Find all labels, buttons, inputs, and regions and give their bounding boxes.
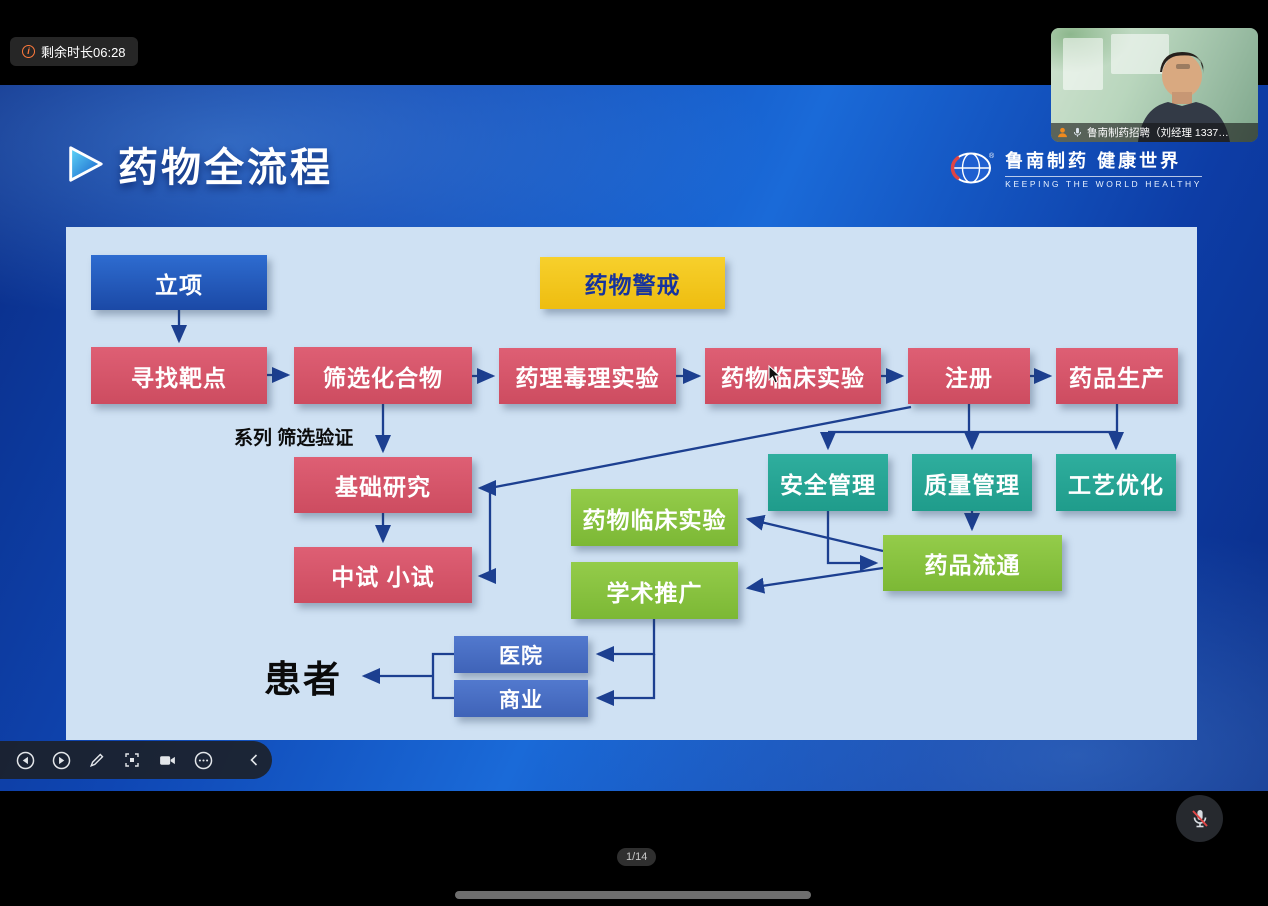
presenter-avatar-icon — [1057, 127, 1068, 138]
node-label: 药物临床实验 — [721, 365, 865, 391]
previous-page-button[interactable] — [16, 751, 35, 770]
node-quality-management: 质量管理 — [912, 454, 1032, 511]
remaining-time-label: 剩余时长06:28 — [41, 45, 126, 60]
participant-video[interactable]: 鲁南制药招聘（刘经理 1337… — [1051, 28, 1258, 142]
node-label: 基础研究 — [335, 474, 431, 500]
node-label: 寻找靶点 — [131, 364, 227, 391]
node-label: 药品生产 — [1069, 365, 1165, 391]
node-label: 安全管理 — [780, 471, 876, 498]
horizontal-scrollbar[interactable] — [455, 891, 811, 899]
mic-muted-button[interactable] — [1176, 795, 1223, 842]
flowchart-arrows — [170, 310, 1125, 707]
node-label: 学术推广 — [606, 579, 703, 606]
participant-label-bar: 鲁南制药招聘（刘经理 1337… — [1051, 123, 1258, 142]
brand-name: 鲁南制药 健康世界 — [1005, 151, 1182, 171]
pencil-annotate-button[interactable] — [88, 751, 106, 770]
node-safety-management: 安全管理 — [768, 454, 888, 511]
annotation-toolbar — [0, 741, 272, 779]
flowchart-panel: 立项 药物警戒 寻找靶点 筛选化合物 药理毒理实验 药物临床实验 注册 药品生产… — [66, 227, 1197, 740]
node-label: 注册 — [945, 365, 993, 391]
node-process-optimization: 工艺优化 — [1056, 454, 1176, 511]
video-camera-button[interactable] — [158, 751, 177, 770]
node-pharm-tox-experiment: 药理毒理实验 — [499, 348, 676, 404]
node-registration: 注册 — [908, 348, 1030, 404]
node-label: 中试 小试 — [331, 564, 435, 590]
play-triangle-icon — [69, 146, 103, 182]
slide-title-row: 药物全流程 — [64, 135, 333, 193]
node-label: 商业 — [499, 688, 543, 712]
screenshot-capture-button[interactable] — [123, 751, 141, 770]
node-label: 药品流通 — [924, 552, 1021, 578]
remaining-time-badge: i 剩余时长06:28 — [10, 37, 138, 66]
wall-frame — [1063, 38, 1103, 90]
participant-name: 鲁南制药招聘（刘经理 1337… — [1087, 127, 1229, 139]
mic-muted-icon — [1191, 809, 1208, 827]
node-label: 医院 — [499, 644, 543, 668]
node-label: 工艺优化 — [1068, 471, 1164, 498]
annotation-series-screening: 系列 筛选验证 — [234, 428, 354, 449]
brand-area: ® 鲁南制药 健康世界 KEEPING THE WORLD HEALTHY — [949, 147, 1202, 189]
shared-slide: 药物全流程 ® 鲁南制药 健康世界 KEEPING THE WORLD HEAL… — [0, 85, 1268, 791]
brand-tagline: KEEPING THE WORLD HEALTHY — [1005, 176, 1202, 189]
next-page-button[interactable] — [52, 751, 71, 770]
node-clinical-trial-2: 药物临床实验 — [571, 489, 738, 546]
node-pharmacovigilance: 药物警戒 — [540, 257, 725, 309]
node-label: 药理毒理实验 — [515, 365, 660, 391]
node-hospital: 医院 — [454, 636, 588, 673]
node-pilot-trial: 中试 小试 — [294, 547, 472, 603]
node-drug-production: 药品生产 — [1056, 348, 1178, 404]
wall-frame — [1111, 34, 1169, 74]
node-label: 筛选化合物 — [323, 364, 443, 391]
node-label: 立项 — [155, 271, 203, 298]
svg-text:®: ® — [989, 152, 995, 160]
slide-title: 药物全流程 — [118, 146, 333, 190]
node-clinical-trial: 药物临床实验 — [705, 348, 881, 404]
node-label: 药物临床实验 — [582, 506, 727, 533]
participant-mic-icon — [1073, 127, 1082, 137]
info-icon: i — [22, 45, 35, 58]
node-compound-screening: 筛选化合物 — [294, 347, 472, 404]
label-patient: 患者 — [264, 659, 342, 700]
node-drug-distribution: 药品流通 — [883, 535, 1062, 591]
node-target-finding: 寻找靶点 — [91, 347, 267, 404]
company-logo-icon: ® — [950, 152, 995, 184]
node-project-initiation: 立项 — [91, 255, 267, 310]
collapse-toolbar-button[interactable] — [247, 751, 261, 770]
page-indicator: 1/14 — [617, 848, 657, 866]
node-label: 药物警戒 — [584, 272, 681, 298]
mouse-cursor — [768, 365, 782, 384]
node-basic-research: 基础研究 — [294, 457, 472, 513]
node-commerce: 商业 — [454, 680, 588, 717]
node-academic-promotion: 学术推广 — [571, 562, 738, 619]
more-options-button[interactable] — [194, 751, 213, 770]
node-label: 质量管理 — [924, 471, 1020, 498]
